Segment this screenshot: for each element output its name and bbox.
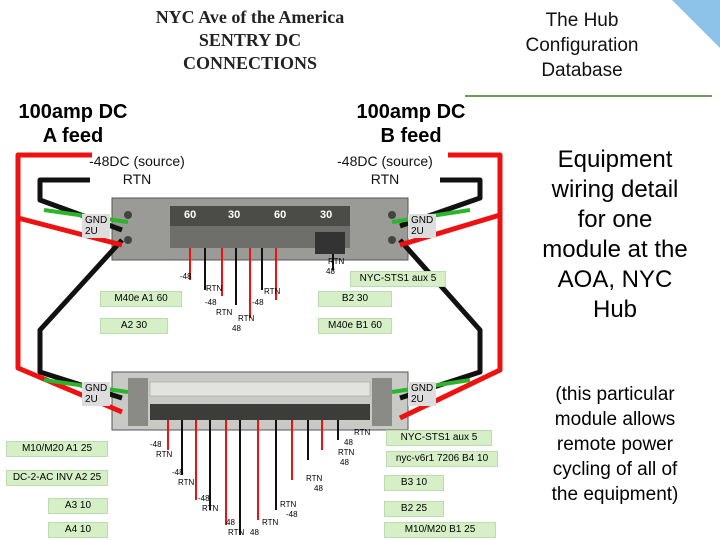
wire-label: -48 [205, 298, 217, 307]
description-line-5: AOA, NYC [557, 266, 673, 293]
a-rtn-text: RTN [122, 171, 152, 187]
note-line-5: the equipment) [551, 484, 679, 505]
tag-m10-m20-b1-25: M10/M20 B1 25 [384, 522, 496, 538]
wire-label: 48 [326, 267, 335, 276]
wire-label: RTN [354, 428, 371, 437]
wire-label: -48 [198, 494, 210, 503]
b-rtn-text: RTN [370, 171, 400, 187]
tag-m10-m20-a1-25: M10/M20 A1 25 [6, 441, 108, 457]
description-line-6: Hub [592, 296, 638, 323]
wire-label: RTN [328, 257, 345, 266]
fuse-rating-1: 60 [184, 209, 197, 221]
a-source-text: -48DC (source) [89, 153, 185, 169]
tag-m40e-a1-60: M40e A1 60 [100, 291, 182, 307]
b-source-text: -48DC (source) [337, 153, 433, 169]
wire-label: -48 [252, 298, 264, 307]
gnd-sub-text: 2U [85, 394, 98, 405]
wire-label: 48 [226, 518, 235, 527]
title-line-2: SENTRY DC [198, 30, 302, 50]
wire-label: RTN [264, 287, 281, 296]
a-source-label: -48DC (source) RTN [72, 152, 202, 188]
b-feed-label: 100amp DC B feed [346, 100, 476, 148]
a-feed-line-2: A feed [42, 125, 104, 147]
gnd-text: GND [85, 383, 108, 394]
tag-dc2ac-inv-a2-25: DC-2-AC INV A2 25 [6, 470, 108, 486]
fuse-rating-4: 30 [320, 209, 333, 221]
hub-line-2: Configuration [525, 35, 639, 56]
wire-label: 48 [340, 458, 349, 467]
wire-label: -48 [172, 468, 184, 477]
tag-b3-10: B3 10 [384, 475, 444, 491]
wire-label: -48 [180, 272, 192, 281]
description-line-2: wiring detail [551, 176, 679, 203]
tag-b2-25: B2 25 [384, 501, 444, 517]
gnd-sub-text: 2U [411, 394, 424, 405]
wire-label: 48 [344, 438, 353, 447]
upper-drop-wires [189, 248, 334, 318]
tag-a3-10: A3 10 [48, 498, 108, 514]
wire-label: RTN [178, 478, 195, 487]
corner-decoration [672, 0, 720, 48]
wire-label: RTN [262, 518, 279, 527]
b-source-label: -48DC (source) RTN [320, 152, 450, 188]
a-feed-line-1: 100amp DC [18, 101, 128, 123]
wire-label: RTN [156, 450, 173, 459]
lower-drop-wires [167, 420, 339, 535]
wire-label: 48 [232, 324, 241, 333]
note-line-3: remote power [556, 434, 674, 455]
hub-line-1: The Hub [545, 10, 619, 31]
description-line-1: Equipment [557, 146, 673, 173]
wire-label: RTN [206, 284, 223, 293]
description-line-3: for one [577, 206, 653, 233]
b-feed-line-2: B feed [380, 125, 442, 147]
title-line-1: NYC Ave of the America [155, 7, 345, 27]
tag-upper-nyc-sts1-aux5: NYC-STS1 aux 5 [350, 271, 446, 287]
tag-a4-10: A4 10 [48, 522, 108, 538]
tag-b2-30: B2 30 [318, 291, 392, 307]
lower-fuse-panel [111, 371, 409, 431]
note-line-2: module allows [554, 409, 676, 430]
upper-fuse-panel [111, 197, 409, 261]
wire-label: RTN [202, 504, 219, 513]
wire-label: -48 [286, 510, 298, 519]
wire-label: 48 [314, 484, 323, 493]
tag-lower-nyc-sts1-aux5: NYC-STS1 aux 5 [386, 430, 492, 446]
wire-label: RTN [228, 528, 245, 537]
wire-label: RTN [216, 308, 233, 317]
gnd-text: GND [411, 383, 434, 394]
wire-label: 48 [250, 528, 259, 537]
wire-label: RTN [280, 500, 297, 509]
gnd-text: GND [85, 215, 108, 226]
title-line-3: CONNECTIONS [182, 53, 318, 73]
description-line-4: module at the [542, 236, 688, 263]
gnd-sub-text: 2U [85, 226, 98, 237]
tag-nyc-v6r1: nyc-v6r1 7206 B4 10 [386, 451, 498, 467]
a-feed-label: 100amp DC A feed [8, 100, 138, 148]
gnd-text: GND [411, 215, 434, 226]
tag-m40e-b1-60: M40e B1 60 [318, 318, 392, 334]
description-text: Equipment wiring detail for one module a… [515, 145, 715, 325]
note-line-4: cycling of all of [552, 459, 678, 480]
tag-a2-30: A2 30 [100, 318, 168, 334]
fuse-rating-2: 30 [228, 209, 241, 221]
fuse-rating-3: 60 [274, 209, 287, 221]
note-line-1: (this particular [555, 384, 675, 405]
wire-label: -48 [150, 440, 162, 449]
diagram-title: NYC Ave of the America SENTRY DC CONNECT… [120, 6, 380, 75]
b-feed-line-1: 100amp DC [356, 101, 466, 123]
hub-line-3: Database [541, 60, 623, 81]
hub-db-heading: The Hub Configuration Database [492, 8, 672, 83]
wire-label: RTN [338, 448, 355, 457]
note-text: (this particular module allows remote po… [520, 382, 710, 507]
gnd-sub-text: 2U [411, 226, 424, 237]
wire-label: RTN [238, 314, 255, 323]
wire-label: RTN [306, 474, 323, 483]
